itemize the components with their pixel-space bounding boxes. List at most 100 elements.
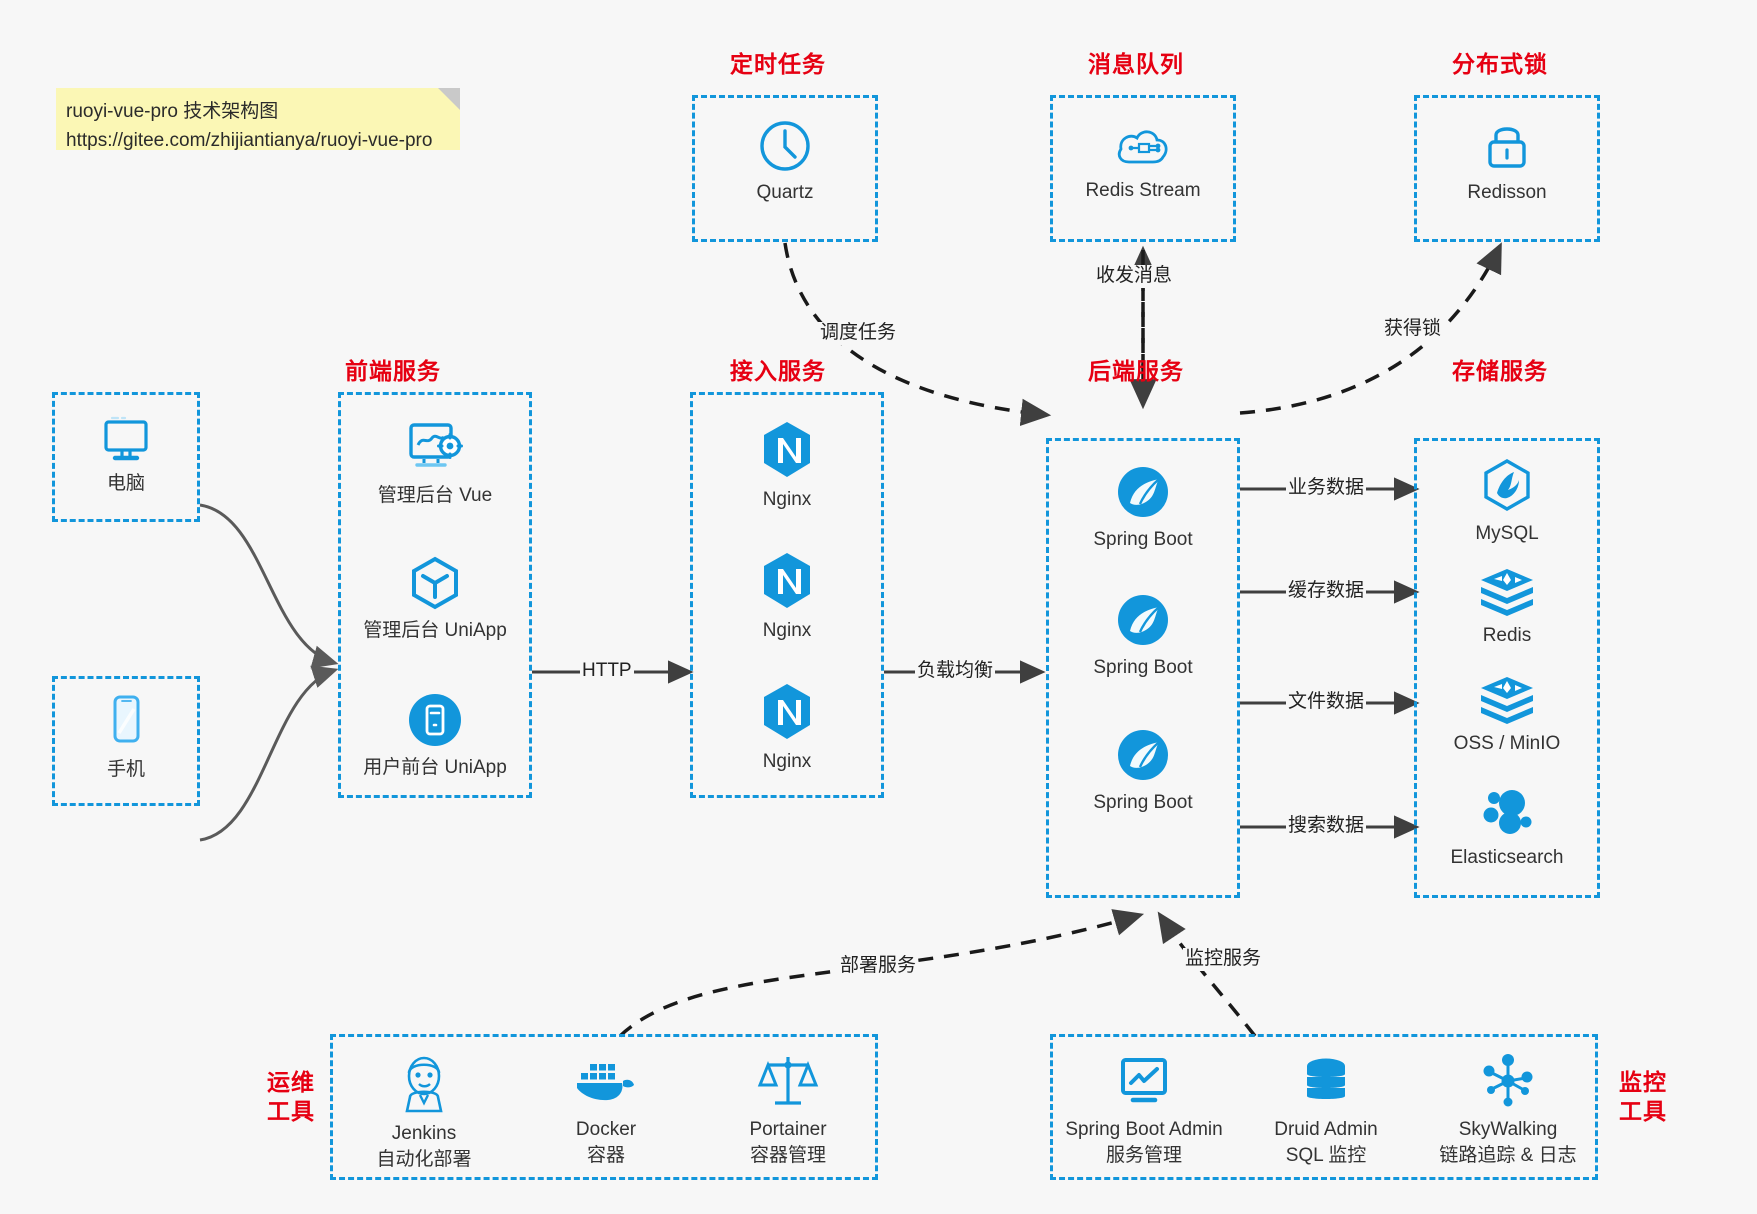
node-graph-icon [1483,1054,1533,1107]
spring-icon [1118,467,1168,517]
monitor-title-line-1: 监控 [1619,1069,1667,1095]
edge-label-http: HTTP [580,660,634,683]
spring-icon [1118,595,1168,645]
group-box-computer[interactable]: 电脑 [52,392,200,522]
group-box-scheduled-task[interactable]: Quartz [692,95,878,242]
node-sublabel: 自动化部署 [376,1148,472,1170]
ops-title-line-1: 运维 [267,1069,315,1095]
group-box-distributed-lock[interactable]: Redisson [1414,95,1600,242]
node-jenkins[interactable]: Jenkins 自动化部署 [333,1053,515,1172]
group-box-storage-service[interactable]: MySQL Redis OSS / MinIO [1414,438,1600,898]
node-user-uniapp[interactable]: 用户前台 UniApp [341,691,529,781]
node-quartz[interactable]: Quartz [695,118,875,206]
nginx-icon [764,553,810,608]
group-box-frontend-service[interactable]: 管理后台 Vue 管理后台 UniApp 用户前台 UniApp [338,392,532,798]
node-portainer[interactable]: Portainer 容器管理 [697,1051,879,1168]
node-druid-admin[interactable]: Druid Admin SQL 监控 [1235,1055,1417,1168]
node-nginx-2[interactable]: Nginx [693,550,881,644]
lock-icon [1488,127,1526,168]
group-title-backend-service: 后端服务 [1088,358,1184,384]
node-admin-vue[interactable]: 管理后台 Vue [341,419,529,509]
node-redis-stream[interactable]: Redis Stream [1053,120,1233,204]
diagram-note: ruoyi-vue-pro 技术架构图 https://gitee.com/zh… [56,88,460,151]
node-sublabel: 链路追踪 & 日志 [1439,1144,1577,1166]
mobile-app-icon [409,694,461,746]
group-box-monitor-tools[interactable]: Spring Boot Admin 服务管理 Druid Admin SQL 监… [1050,1034,1598,1180]
spring-icon [1118,730,1168,780]
scales-icon [757,1057,819,1105]
node-label: MySQL [1475,523,1539,544]
node-label: Spring Boot [1093,657,1193,678]
mobile-icon [113,695,140,743]
node-computer[interactable]: 电脑 [55,413,197,497]
wire-phone-to-frontend [199,665,339,842]
edge-label-search-data: 搜索数据 [1286,815,1367,838]
node-spring-boot-2[interactable]: Spring Boot [1049,591,1237,681]
node-label: Nginx [762,489,812,510]
group-title-storage-service: 存储服务 [1452,358,1548,384]
group-title-scheduled-task: 定时任务 [730,51,826,77]
node-label: 手机 [106,759,145,780]
node-label: Spring Boot Admin [1065,1119,1223,1140]
elasticsearch-icon [1483,790,1532,834]
dashboard-gear-icon [409,423,463,467]
group-title-message-queue: 消息队列 [1088,51,1184,77]
node-spring-boot-admin[interactable]: Spring Boot Admin 服务管理 [1053,1053,1235,1168]
node-elasticsearch[interactable]: Elasticsearch [1417,785,1597,871]
group-box-ops-tools[interactable]: Jenkins 自动化部署 Docker 容器 [330,1034,878,1180]
node-label: Druid Admin [1274,1119,1378,1140]
edge-label-cache-data: 缓存数据 [1286,580,1367,603]
node-admin-uniapp[interactable]: 管理后台 UniApp [341,554,529,644]
cloud-network-icon [1117,130,1168,164]
nginx-icon [764,684,810,739]
node-oss-minio[interactable]: OSS / MinIO [1417,673,1597,757]
node-redis[interactable]: Redis [1417,565,1597,649]
node-skywalking[interactable]: SkyWalking 链路追踪 & 日志 [1417,1051,1599,1168]
node-phone[interactable]: 手机 [55,693,197,783]
mysql-icon [1484,459,1530,511]
desktop-icon [104,416,148,461]
node-redisson[interactable]: Redisson [1417,118,1597,206]
wire-monitor-service [1157,911,1257,1038]
redis-stack-icon [1481,677,1533,724]
node-spring-boot-3[interactable]: Spring Boot [1049,726,1237,816]
group-title-ops-tools: 运维 工具 [258,1068,324,1126]
node-sublabel: 服务管理 [1105,1144,1182,1166]
node-sublabel: SQL 监控 [1285,1144,1367,1166]
wire-computer-to-frontend [199,503,339,669]
node-label: Quartz [756,182,814,203]
edge-label-schedule-task: 调度任务 [818,322,899,345]
ops-title-line-2: 工具 [267,1097,315,1124]
node-label: Redis Stream [1085,180,1201,201]
node-label: OSS / MinIO [1453,733,1561,754]
note-fold-corner [438,88,460,110]
edge-label-send-receive-message: 收发消息 [1094,265,1175,288]
node-docker[interactable]: Docker 容器 [515,1055,697,1168]
node-nginx-1[interactable]: Nginx [693,419,881,513]
node-sublabel: 容器管理 [749,1144,826,1166]
group-box-message-queue[interactable]: Redis Stream [1050,95,1236,242]
note-line-1: ruoyi-vue-pro 技术架构图 [66,101,279,122]
node-sublabel: 容器 [586,1144,625,1166]
node-label: Portainer [749,1119,827,1140]
group-title-frontend-service: 前端服务 [345,358,441,384]
node-mysql[interactable]: MySQL [1417,457,1597,547]
node-label: Redis [1482,625,1532,646]
node-spring-boot-1[interactable]: Spring Boot [1049,463,1237,553]
jenkins-icon [405,1056,443,1113]
node-label: 用户前台 UniApp [363,757,507,778]
node-label: Nginx [762,751,812,772]
node-label: Elasticsearch [1450,847,1564,868]
node-label: Spring Boot [1093,529,1193,550]
group-title-distributed-lock: 分布式锁 [1452,51,1548,77]
group-title-gateway-service: 接入服务 [730,358,826,384]
node-nginx-3[interactable]: Nginx [693,681,881,775]
edge-label-acquire-lock: 获得锁 [1382,318,1444,341]
group-box-phone[interactable]: 手机 [52,676,200,806]
node-label: Spring Boot [1093,792,1193,813]
node-label: Nginx [762,620,812,641]
group-box-backend-service[interactable]: Spring Boot Spring Boot Spring Boot [1046,438,1240,898]
edge-label-file-data: 文件数据 [1286,691,1367,714]
group-box-gateway-service[interactable]: Nginx Nginx Nginx [690,392,884,798]
